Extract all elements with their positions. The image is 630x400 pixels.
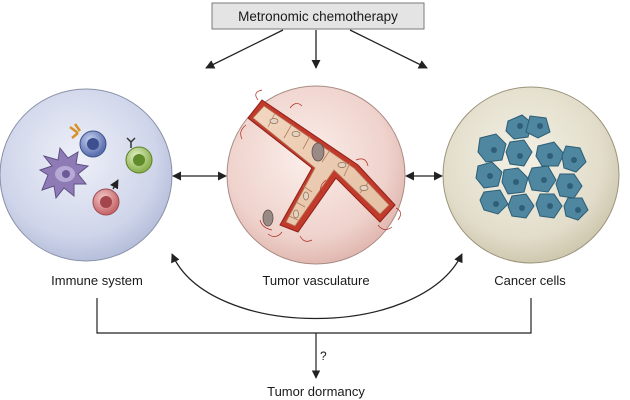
metronomic-chemotherapy-box: Metronomic chemotherapy [211, 2, 425, 30]
metronomic-chemotherapy-label: Metronomic chemotherapy [238, 9, 398, 24]
cancer-cells-label: Cancer cells [494, 273, 566, 288]
tumor-vasculature-panel [226, 85, 406, 265]
tumor-vasculature-label: Tumor vasculature [262, 273, 369, 288]
immune-system-label: Immune system [51, 273, 143, 288]
arrow-to-cancer [349, 29, 428, 69]
dendritic-cell-icon [38, 146, 90, 200]
tumor-dormancy-label: Tumor dormancy [267, 384, 365, 399]
cancer-cell-nuclei [487, 123, 581, 213]
arrow-immune-cancer-curve [171, 253, 463, 320]
cancer-cells-panel [442, 86, 620, 264]
lymphocyte-pink-icon [92, 179, 120, 216]
dormancy-bracket [96, 298, 532, 379]
question-mark: ? [320, 349, 327, 363]
treatment-arrows [205, 29, 428, 69]
arrow-to-immune [205, 29, 284, 69]
blood-vessel-icon [240, 89, 401, 242]
lymphocyte-green-icon [125, 137, 153, 174]
lymphocyte-blue-icon [69, 123, 107, 158]
immune-system-panel [0, 88, 173, 262]
